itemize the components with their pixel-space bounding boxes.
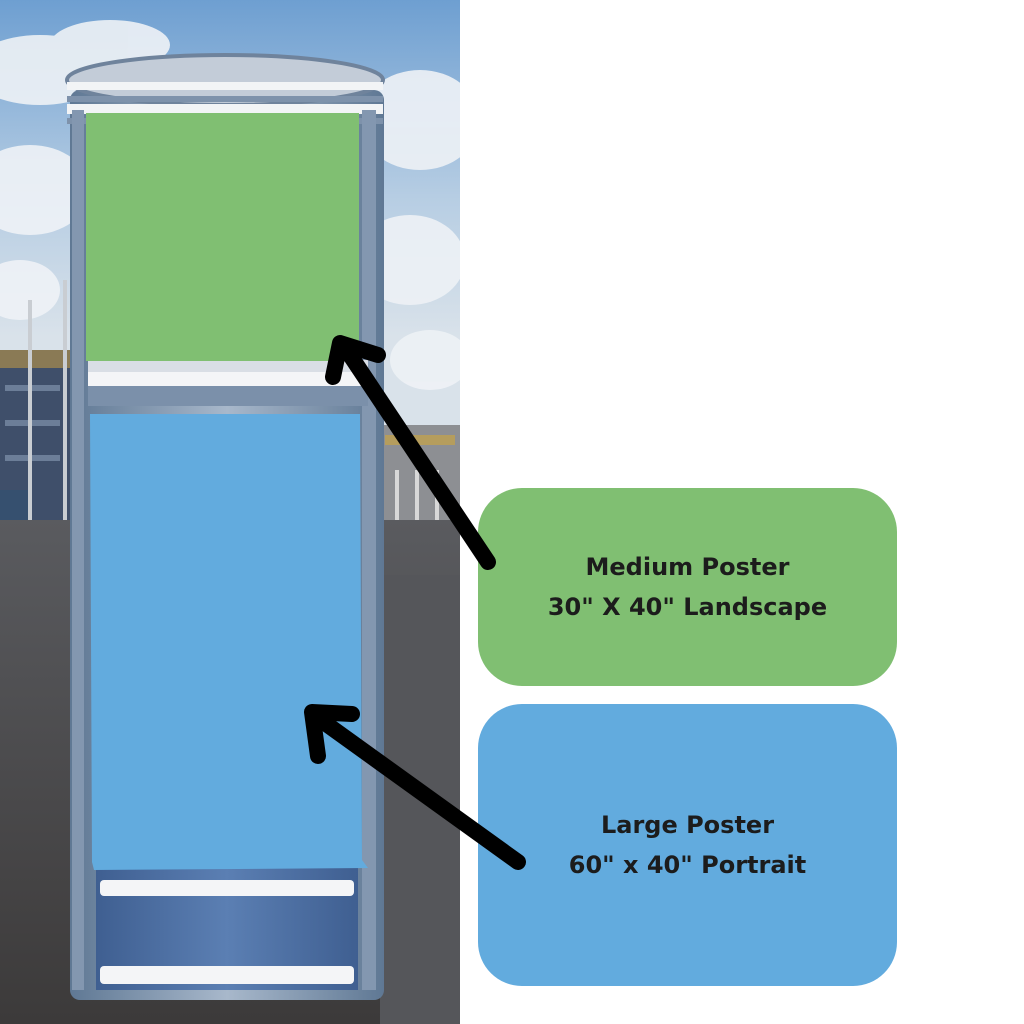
medium-poster-area (86, 113, 359, 361)
large-poster-size: 60" x 40" Portrait (568, 851, 807, 879)
medium-poster-title: Medium Poster (585, 553, 790, 581)
medium-poster-size: 30" X 40" Landscape (547, 593, 828, 621)
kiosk-photo (0, 0, 460, 1024)
large-poster-title: Large Poster (600, 811, 775, 839)
kiosk-illustration (0, 0, 460, 1024)
pavement-shadow (380, 575, 460, 1024)
large-poster-label-box: Large Poster 60" x 40" Portrait (478, 704, 897, 986)
large-poster-area (90, 414, 368, 870)
medium-poster-label-box: Medium Poster 30" X 40" Landscape (478, 488, 897, 686)
